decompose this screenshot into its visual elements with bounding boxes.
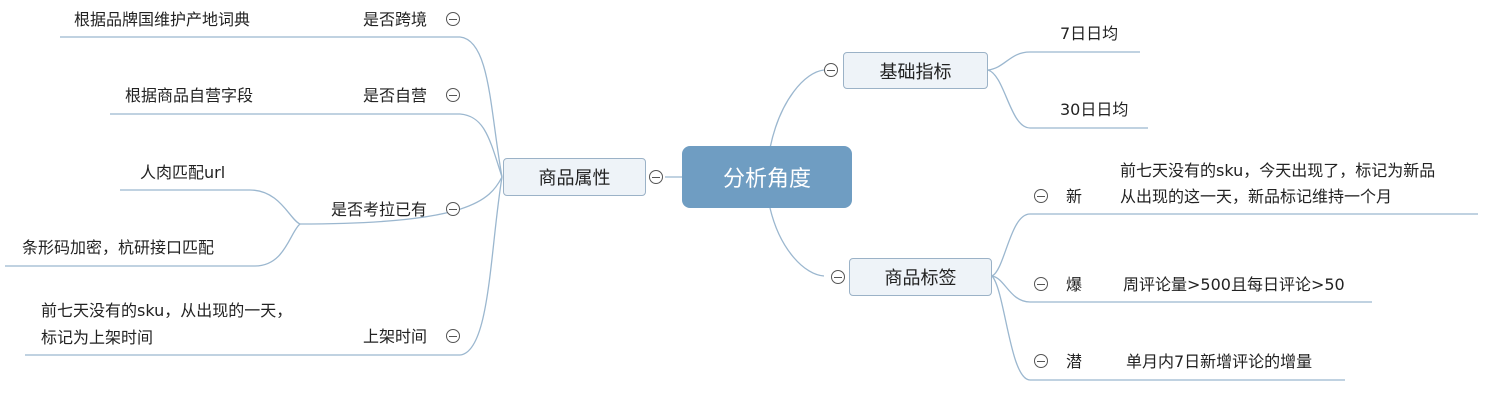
minus-circle-icon[interactable] <box>446 202 460 216</box>
topic-tag-hot[interactable]: 爆 <box>1066 275 1083 294</box>
minus-circle-icon[interactable] <box>446 329 460 343</box>
branch-product-attributes[interactable]: 商品属性 <box>503 158 646 196</box>
note-listing-time-line1: 前七天没有的sku，从出现的一天， <box>41 301 293 320</box>
note-tag-potential: 单月内7日新增评论的增量 <box>1126 352 1313 371</box>
topic-tag-new[interactable]: 新 <box>1066 187 1083 206</box>
minus-circle-icon[interactable] <box>1034 189 1048 203</box>
branch-basic-metrics[interactable]: 基础指标 <box>843 52 988 89</box>
topic-self-operated[interactable]: 是否自营 <box>362 86 427 105</box>
central-topic[interactable]: 分析角度 <box>682 146 852 208</box>
topic-7-day-average[interactable]: 7日日均 <box>1060 24 1119 43</box>
minus-circle-icon[interactable] <box>824 63 838 77</box>
note-barcode-match: 条形码加密，杭研接口匹配 <box>22 238 215 257</box>
minus-circle-icon[interactable] <box>831 270 845 284</box>
note-manual-url-match: 人肉匹配url <box>140 163 226 182</box>
minus-circle-icon[interactable] <box>446 88 460 102</box>
central-topic-label: 分析角度 <box>722 167 811 192</box>
branch-label: 基础指标 <box>879 61 952 83</box>
minus-circle-icon[interactable] <box>446 12 460 26</box>
note-self-operated: 根据商品自营字段 <box>125 86 254 105</box>
note-tag-hot: 周评论量>500且每日评论>50 <box>1123 275 1345 294</box>
note-tag-new-line2: 从出现的这一天，新品标记维持一个月 <box>1120 187 1393 206</box>
minus-circle-icon[interactable] <box>649 170 663 184</box>
note-listing-time-line2: 标记为上架时间 <box>41 328 154 347</box>
note-tag-new-line1: 前七天没有的sku，今天出现了，标记为新品 <box>1120 161 1436 180</box>
topic-tag-potential[interactable]: 潜 <box>1066 352 1083 371</box>
topic-kaola-existing[interactable]: 是否考拉已有 <box>330 200 427 219</box>
minus-circle-icon[interactable] <box>1034 277 1048 291</box>
branch-label: 商品属性 <box>538 168 611 189</box>
topic-listing-time[interactable]: 上架时间 <box>362 327 427 346</box>
note-cross-border: 根据品牌国维护产地词典 <box>74 10 251 29</box>
topic-30-day-average[interactable]: 30日日均 <box>1060 100 1129 119</box>
branch-label: 商品标签 <box>884 268 957 289</box>
branch-product-tags[interactable]: 商品标签 <box>849 258 992 296</box>
topic-cross-border[interactable]: 是否跨境 <box>362 10 427 29</box>
minus-circle-icon[interactable] <box>1034 354 1048 368</box>
